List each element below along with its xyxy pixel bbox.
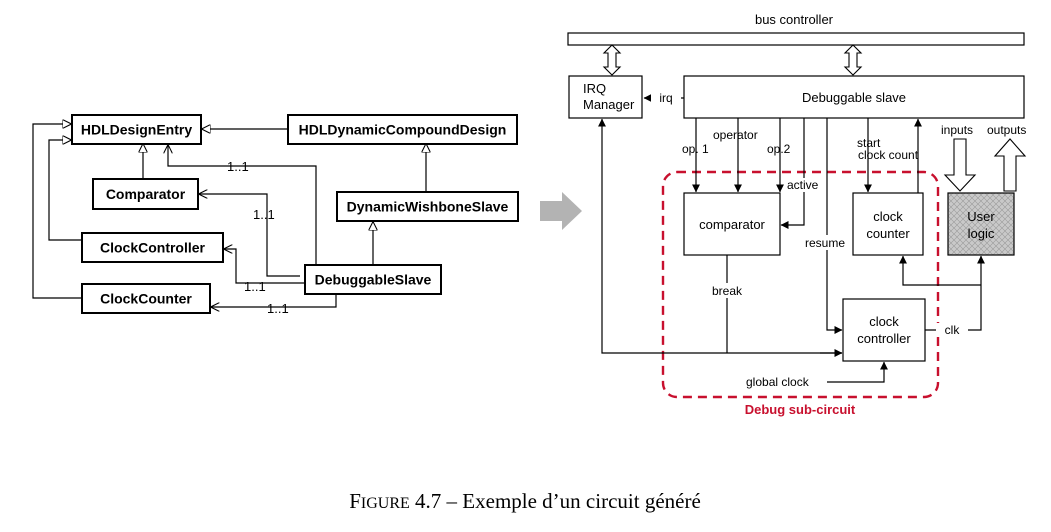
- resume-label: resume: [805, 236, 845, 250]
- start-label: start: [857, 136, 881, 150]
- bus-bar: [567, 32, 1025, 46]
- resume-wire: [826, 118, 843, 334]
- class-dynamicwishboneslave-label: DynamicWishboneSlave: [347, 199, 509, 215]
- irq-return-wire: [598, 118, 842, 354]
- mult-entry: 1..1: [227, 159, 249, 174]
- clock-counter-line1: clock: [873, 209, 903, 224]
- uml-connectors: [32, 124, 426, 307]
- debug-sub-circuit-label: Debug sub-circuit: [745, 402, 856, 417]
- op2-label: op.2: [767, 142, 791, 156]
- class-clockcontroller-label: ClockController: [100, 240, 206, 256]
- break-label: break: [712, 284, 743, 298]
- caption-figure-rest: IGURE: [361, 495, 410, 512]
- class-comparator-label: Comparator: [106, 186, 186, 202]
- outputs-label: outputs: [987, 123, 1026, 137]
- assoc-debuggable-to-comparator: [199, 194, 300, 277]
- comparator-block: [683, 192, 781, 256]
- class-debuggableslave-label: DebuggableSlave: [315, 272, 432, 288]
- class-clockcontroller: ClockController: [81, 232, 224, 263]
- clock-controller-line2: controller: [857, 331, 911, 346]
- operator-label: operator: [713, 128, 758, 142]
- class-hdldesignentry: HDLDesignEntry: [71, 114, 202, 145]
- user-logic-block: [947, 192, 1015, 256]
- bus-slave-double-arrow-icon: [843, 44, 863, 76]
- active-label: active: [787, 178, 819, 192]
- clock-controller-line1: clock: [869, 314, 899, 329]
- inputs-arrow-icon: [943, 138, 977, 192]
- inputs-label: inputs: [941, 123, 973, 137]
- bus-irq-double-arrow-icon: [602, 44, 622, 76]
- uml-class-diagram: 1..1 1..1 1..1 1..1 HDLDesignEntry HDLDy…: [32, 114, 519, 316]
- global-clock-wire: [827, 361, 888, 383]
- clk-to-user-logic-wire: [925, 255, 985, 331]
- debuggable-slave-label: Debuggable slave: [802, 90, 906, 105]
- mult-clockcounter: 1..1: [267, 301, 289, 316]
- irq-manager-block: [568, 75, 643, 119]
- debuggable-slave-block: [683, 75, 1025, 119]
- active-wire: [780, 118, 805, 229]
- circuit-diagram: bus controller IRQ Manager Debuggable sl…: [567, 12, 1027, 417]
- op1-label: op. 1: [682, 142, 709, 156]
- bus-controller-label: bus controller: [755, 12, 834, 27]
- class-dynamicwishboneslave: DynamicWishboneSlave: [336, 191, 519, 222]
- mult-clockcontroller: 1..1: [244, 279, 266, 294]
- outputs-arrow-icon: [993, 138, 1027, 192]
- clock-counter-line2: counter: [866, 226, 910, 241]
- class-hdldesignentry-label: HDLDesignEntry: [81, 122, 192, 138]
- mult-comparator: 1..1: [253, 207, 275, 222]
- clk-to-counter-wire: [899, 255, 981, 286]
- assoc-debuggable-to-clockcounter: [211, 295, 337, 307]
- class-comparator: Comparator: [92, 178, 199, 210]
- clock-count-label: clock count: [858, 148, 919, 162]
- caption-figure-f: F: [349, 489, 361, 513]
- irq-manager-line1: IRQ: [583, 81, 606, 96]
- clock-controller-block: [842, 298, 926, 362]
- user-logic-line1: User: [967, 209, 995, 224]
- irq-manager-line2: Manager: [583, 97, 635, 112]
- clk-label: clk: [945, 323, 961, 337]
- user-logic-line2: logic: [968, 226, 995, 241]
- assoc-debuggable-to-entry: [168, 145, 317, 264]
- global-clock-label: global clock: [746, 375, 810, 389]
- class-hdldynamiccompounddesign: HDLDynamicCompoundDesign: [287, 114, 518, 145]
- inherit-clockcontroller-to-entry: [48, 140, 81, 241]
- class-clockcounter: ClockCounter: [81, 283, 211, 314]
- irq-label: irq: [659, 91, 672, 105]
- figure-caption: FIGURE 4.7 – Exemple d’un circuit généré: [349, 489, 701, 513]
- comparator-label: comparator: [699, 217, 765, 232]
- assoc-debuggable-to-clockcontroller: [224, 249, 304, 284]
- class-clockcounter-label: ClockCounter: [100, 291, 192, 307]
- inherit-clockcounter-to-entry: [32, 124, 81, 299]
- caption-text: 4.7 – Exemple d’un circuit généré: [410, 489, 701, 513]
- clock-counter-block: [852, 192, 924, 256]
- class-debuggableslave: DebuggableSlave: [304, 264, 442, 295]
- class-hdldynamiccompounddesign-label: HDLDynamicCompoundDesign: [299, 122, 507, 138]
- transition-arrow-icon: [540, 192, 582, 230]
